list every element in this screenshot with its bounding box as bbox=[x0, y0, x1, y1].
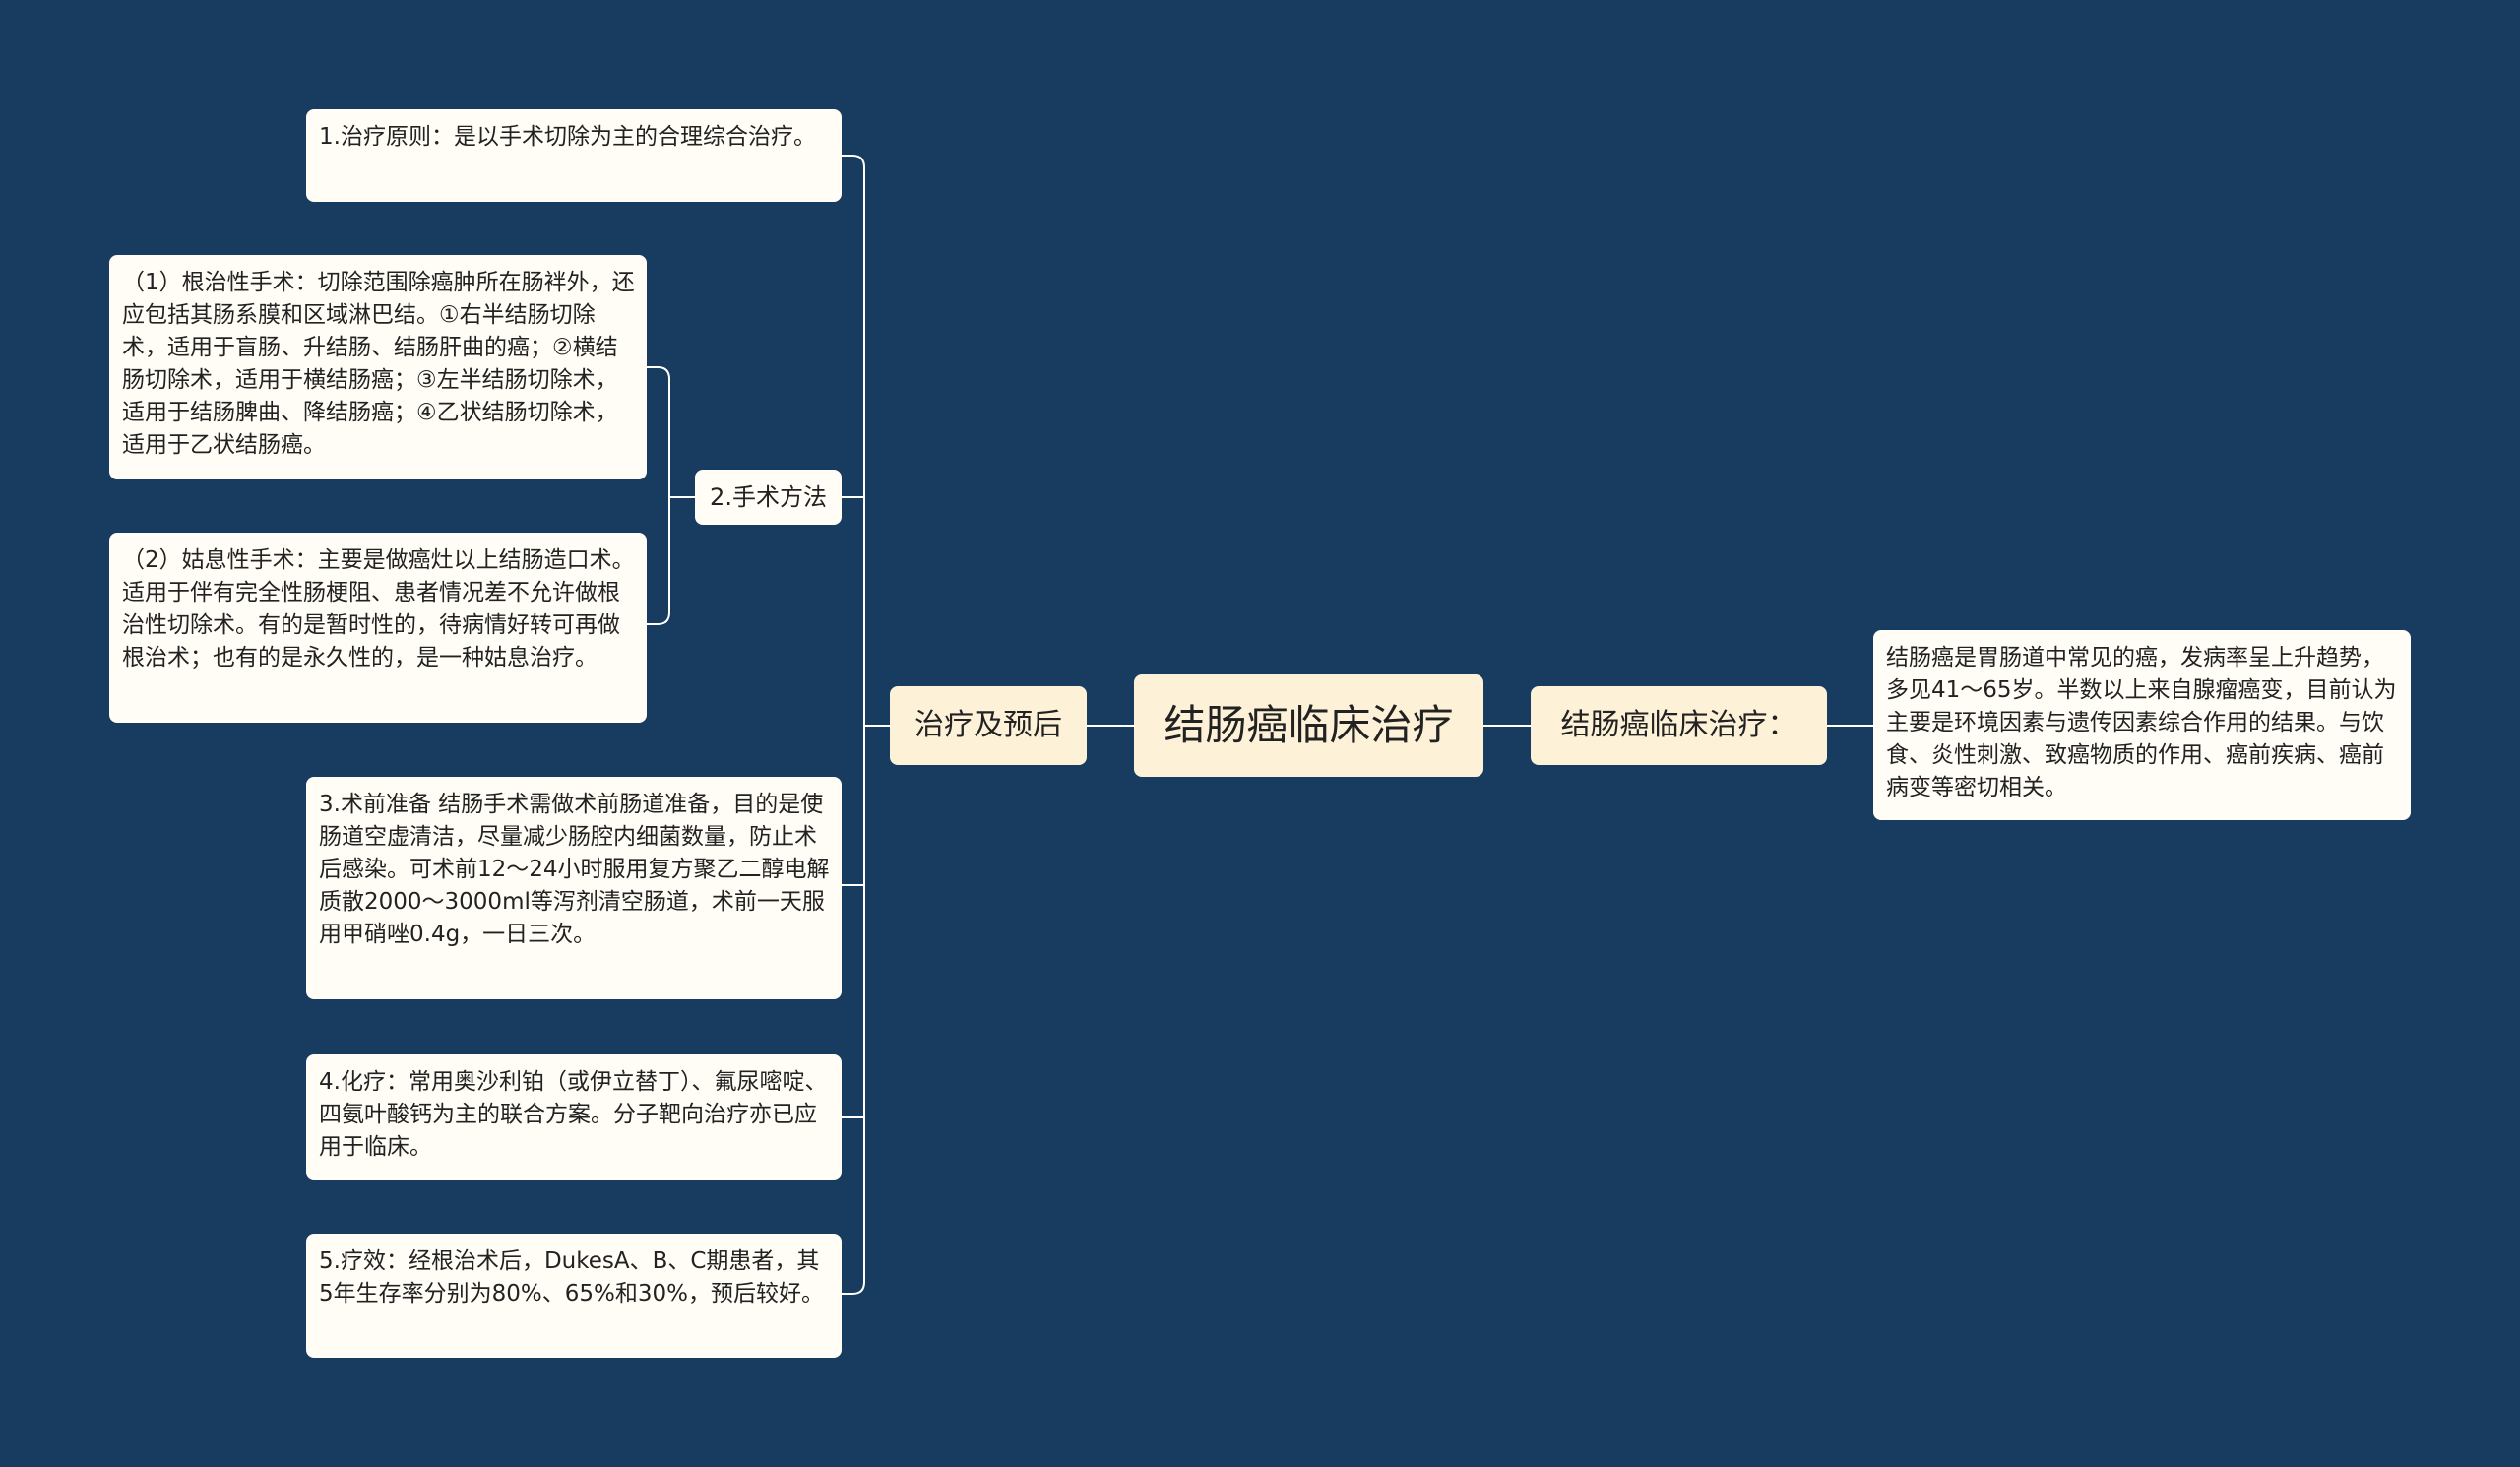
edge-sub-top bbox=[647, 366, 670, 380]
edge-spine-bottom bbox=[842, 1281, 865, 1295]
edge-sub-bottom bbox=[647, 611, 670, 625]
leaf-radical-surgery[interactable]: （1）根治性手术：切除范围除癌肿所在肠袢外，还应包括其肠系膜和区域淋巴结。①右半… bbox=[109, 255, 647, 479]
leaf-colon-cancer-intro[interactable]: 结肠癌是胃肠道中常见的癌，发病率呈上升趋势，多见41～65岁。半数以上来自腺瘤癌… bbox=[1873, 630, 2411, 820]
leaf-treatment-principle[interactable]: 1.治疗原则：是以手术切除为主的合理综合治疗。 bbox=[306, 109, 842, 202]
leaf-efficacy[interactable]: 5.疗效：经根治术后，DukesA、B、C期患者，其5年生存率分别为80%、65… bbox=[306, 1234, 842, 1358]
leaf-chemotherapy[interactable]: 4.化疗：常用奥沙利铂（或伊立替丁）、氟尿嘧啶、四氨叶酸钙为主的联合方案。分子靶… bbox=[306, 1054, 842, 1180]
branch-clinical-treatment[interactable]: 结肠癌临床治疗： bbox=[1531, 686, 1827, 765]
root-node[interactable]: 结肠癌临床治疗 bbox=[1134, 674, 1483, 777]
leaf-preop-preparation[interactable]: 3.术前准备 结肠手术需做术前肠道准备，目的是使肠道空虚清洁，尽量减少肠腔内细菌… bbox=[306, 777, 842, 999]
branch-treatment-prognosis[interactable]: 治疗及预后 bbox=[890, 686, 1087, 765]
leaf-palliative-surgery[interactable]: （2）姑息性手术：主要是做癌灶以上结肠造口术。适用于伴有完全性肠梗阻、患者情况差… bbox=[109, 533, 647, 723]
edge-spine-top bbox=[842, 155, 865, 168]
branch-surgery-method[interactable]: 2.手术方法 bbox=[695, 470, 842, 525]
